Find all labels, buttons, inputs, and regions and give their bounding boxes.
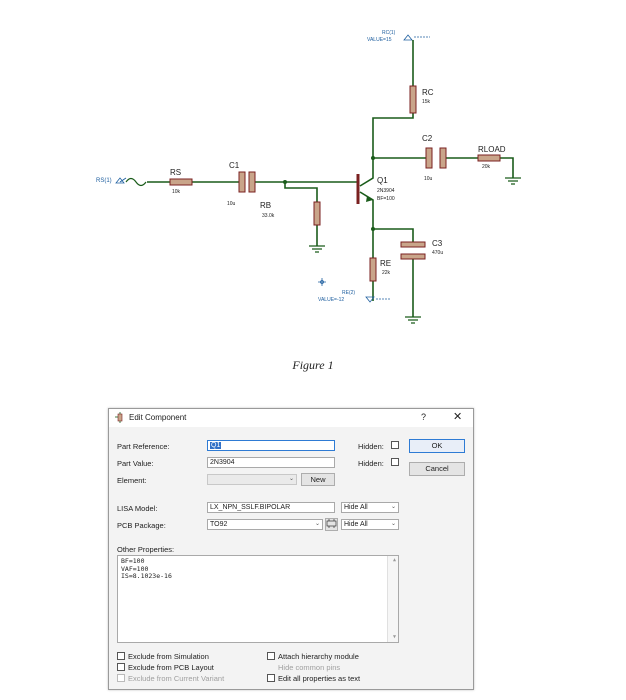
rc-label: RC (422, 88, 434, 97)
rs-resistor[interactable]: RS 10k (169, 168, 193, 195)
rb-label: RB (260, 201, 271, 210)
circuit-wires (147, 44, 514, 317)
chevron-down-icon: ⌄ (390, 504, 396, 510)
q1-model: 2N3904 (377, 188, 395, 194)
ground-rload (505, 177, 521, 185)
element-label: Element: (117, 476, 147, 485)
element-select[interactable]: ⌄ (207, 474, 297, 485)
rload-label: RLOAD (478, 145, 506, 154)
edit-as-text-checkbox[interactable] (267, 674, 275, 682)
junction-dots (283, 156, 375, 231)
rs-source: RS(1) (96, 177, 147, 187)
component-icon (115, 412, 123, 423)
help-icon[interactable]: ? (421, 412, 427, 422)
properties-scrollbar[interactable]: ▲ ▼ (387, 556, 398, 642)
lisa-hide-value: Hide All (344, 504, 368, 511)
rc-value: 15k (422, 99, 431, 105)
rload-resistor[interactable]: RLOAD 20k (477, 145, 506, 170)
exclude-simulation-checkbox[interactable] (117, 652, 125, 660)
lisa-model-label: LISA Model: (117, 504, 158, 513)
re-label: RE (380, 259, 391, 268)
chevron-down-icon: ⌄ (288, 476, 294, 482)
rs-source-label: RS(1) (96, 178, 112, 184)
re-source: RE(2) VALUE=-12 (318, 290, 390, 303)
other-properties-textarea[interactable]: BF=100 VAF=100 IS=8.1023e-16 ▲ ▼ (117, 555, 399, 643)
figure-caption: Figure 1 (292, 358, 334, 372)
dialog-titlebar: Edit Component ? ✕ (109, 409, 473, 427)
q1-bf: BF=100 (377, 196, 395, 202)
rs-label: RS (170, 168, 181, 177)
re-source-value: VALUE=-12 (318, 297, 344, 303)
pcb-package-select[interactable]: TO92 ⌄ (207, 519, 323, 530)
pcb-package-label: PCB Package: (117, 521, 166, 530)
rload-value: 20k (482, 164, 491, 170)
attach-hierarchy-label: Attach hierarchy module (278, 652, 359, 661)
exclude-simulation-label: Exclude from Simulation (128, 652, 209, 661)
edit-component-dialog: Edit Component ? ✕ Part Reference: Q1 Hi… (108, 408, 474, 690)
hidden-reference-checkbox[interactable] (391, 441, 399, 449)
pcb-hide-select[interactable]: Hide All ⌄ (341, 519, 399, 530)
c3-label: C3 (432, 239, 443, 248)
part-reference-label: Part Reference: (117, 442, 170, 451)
chevron-down-icon: ⌄ (390, 521, 396, 527)
c3-value: 470u (432, 250, 443, 256)
c1-value: 10u (227, 201, 236, 207)
c1-label: C1 (229, 161, 240, 170)
rc-source-label: RC(1) (382, 30, 396, 36)
hidden-label-reference: Hidden: (358, 442, 384, 451)
exclude-pcb-checkbox[interactable] (117, 663, 125, 671)
c2-capacitor[interactable]: C2 10u (422, 134, 447, 182)
part-reference-value: Q1 (210, 442, 222, 449)
q1-label: Q1 (377, 176, 388, 185)
lisa-model-input[interactable]: LX_NPN_SSLF.BIPOLAR (207, 502, 335, 513)
exclude-pcb-label: Exclude from PCB Layout (128, 663, 214, 672)
part-value-input[interactable]: 2N3904 (207, 457, 335, 468)
hide-common-pins-label: Hide common pins (278, 663, 341, 672)
package-browse-icon (326, 519, 337, 528)
cancel-button[interactable]: Cancel (409, 462, 465, 476)
package-browse-button[interactable] (325, 518, 338, 531)
property-line: IS=8.1023e-16 (121, 572, 172, 580)
pcb-package-value: TO92 (210, 521, 228, 528)
c2-label: C2 (422, 134, 433, 143)
property-line: VAF=100 (121, 564, 149, 573)
hidden-value-checkbox[interactable] (391, 458, 399, 466)
exclude-variant-label: Exclude from Current Variant (128, 674, 225, 683)
part-value-label: Part Value: (117, 459, 154, 468)
scroll-up-icon[interactable]: ▲ (392, 557, 396, 563)
rs-value: 10k (172, 189, 181, 195)
rb-resistor[interactable]: RB 33.0k (260, 201, 321, 226)
c1-capacitor[interactable]: C1 10u (227, 161, 256, 207)
rc-source: RC(1) VALUE=15 (367, 30, 430, 44)
rc-resistor[interactable]: RC 15k (409, 85, 434, 114)
re-source-label: RE(2) (342, 290, 355, 296)
new-element-button[interactable]: New (301, 473, 335, 486)
re-resistor[interactable]: RE 22k (369, 257, 391, 282)
lisa-hide-select[interactable]: Hide All ⌄ (341, 502, 399, 513)
rb-value: 33.0k (262, 213, 275, 219)
scroll-down-icon[interactable]: ▼ (392, 633, 396, 640)
attach-hierarchy-checkbox[interactable] (267, 652, 275, 660)
exclude-variant-checkbox[interactable] (117, 674, 125, 682)
ok-button[interactable]: OK (409, 439, 465, 453)
ground-c3 (405, 316, 421, 324)
dialog-title: Edit Component (129, 413, 187, 422)
pcb-hide-value: Hide All (344, 521, 368, 528)
property-line: BF=100 (121, 557, 145, 565)
c2-value: 10u (424, 176, 433, 182)
ground-rb (309, 245, 325, 253)
q1-transistor[interactable]: Q1 2N3904 BF=100 (356, 174, 395, 204)
other-properties-label: Other Properties: (117, 545, 175, 554)
chevron-down-icon: ⌄ (314, 521, 320, 527)
c3-capacitor[interactable]: C3 470u (400, 239, 443, 260)
rc-source-value: VALUE=15 (367, 37, 392, 43)
re-value: 22k (382, 270, 391, 276)
close-icon[interactable]: ✕ (453, 411, 463, 423)
circuit-schematic: RS(1) RS 10k C1 10u RB 33.0k Q1 2N3904 B… (96, 30, 521, 324)
move-cursor-icon (318, 278, 326, 286)
hidden-label-value: Hidden: (358, 459, 384, 468)
part-reference-input[interactable]: Q1 (207, 440, 335, 451)
edit-as-text-label: Edit all properties as text (278, 674, 361, 683)
